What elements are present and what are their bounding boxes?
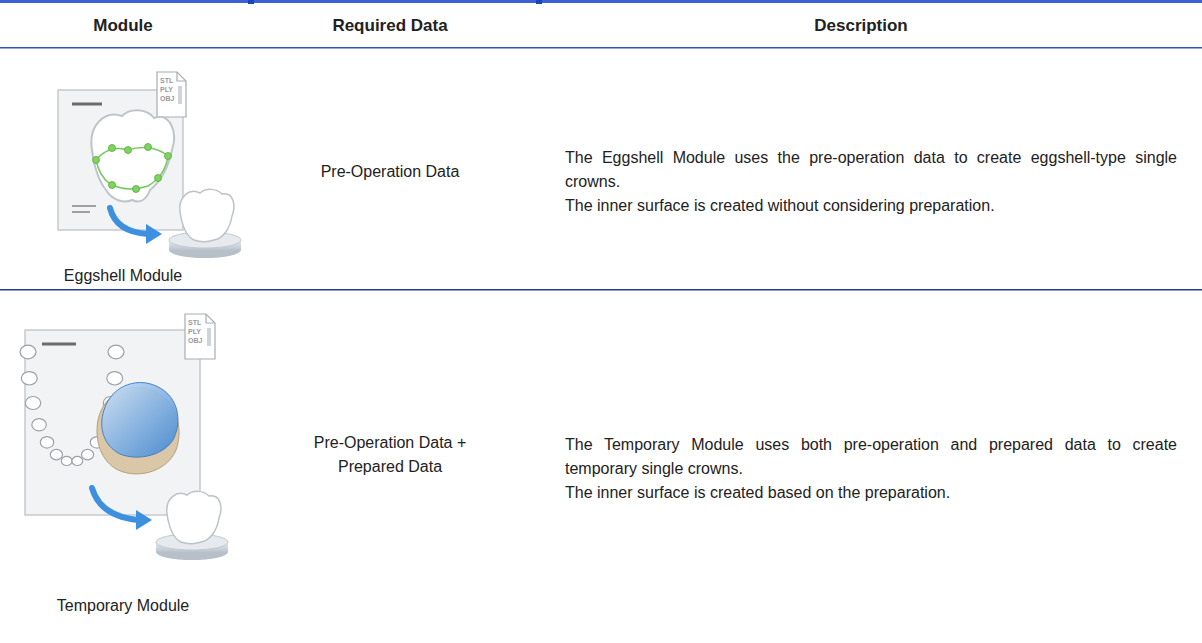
panel-bar: [72, 103, 102, 106]
required-data-cell: Pre-Operation Data: [260, 160, 520, 184]
description-text: The inner surface is created without con…: [565, 194, 1177, 218]
panel-bar: [72, 205, 96, 207]
row-rule: [0, 289, 1202, 291]
top-rule: [0, 0, 1202, 3]
header-cell: Module: [13, 14, 233, 38]
flow-arrow: [110, 208, 148, 234]
arch-tooth: [40, 437, 53, 448]
flow-arrow: [92, 488, 138, 520]
file-format-tag: STL: [188, 318, 206, 327]
crown-overlay: [102, 383, 178, 458]
file-format-tag: PLY: [188, 327, 206, 336]
crown-shape: [180, 189, 234, 241]
screen-panel: [25, 330, 200, 515]
arch-tooth: [82, 449, 94, 459]
rule-tick: [536, 0, 542, 4]
file-fold: [177, 72, 186, 81]
file-icon: [157, 72, 186, 117]
description-text: The Temporary Module uses both pre-opera…: [565, 433, 1177, 481]
file-format-tag: PLY: [160, 85, 178, 94]
header-cell: Description: [711, 14, 1011, 38]
description-text: The inner surface is created based on th…: [565, 481, 1177, 505]
rule-tick: [248, 0, 254, 4]
file-mark: [178, 86, 182, 104]
arch-tooth: [50, 449, 62, 459]
margin-line: [96, 148, 168, 189]
header-cell: Required Data: [260, 14, 520, 38]
module-name: Temporary Module: [13, 594, 233, 618]
margin-points: [93, 144, 172, 193]
arch-tooth: [107, 372, 123, 385]
arch-tooth: [61, 456, 72, 465]
tooth-outline: [91, 110, 174, 201]
crown-shape: [167, 491, 221, 543]
arrow-head: [146, 224, 162, 244]
description-text: The Eggshell Module uses the pre-operati…: [565, 146, 1177, 194]
file-fold: [206, 314, 215, 323]
arrow-head: [136, 510, 152, 530]
panel-bar: [72, 211, 90, 213]
temporary-icon: [20, 314, 228, 560]
arch-tooth: [21, 372, 37, 385]
arch-tooth: [20, 345, 36, 359]
required-data-cell: Pre-Operation Data + Prepared Data: [300, 431, 480, 479]
file-format-tag: OBJ: [188, 336, 206, 345]
file-format-tag: OBJ: [160, 94, 178, 103]
arch-tooth: [108, 345, 124, 359]
module-name: Eggshell Module: [13, 264, 233, 288]
arch-tooth: [32, 419, 46, 431]
arch-tooth: [72, 456, 83, 465]
eggshell-icon: [58, 72, 241, 258]
file-format-tag: STL: [160, 76, 178, 85]
panel-bar: [42, 343, 76, 346]
arch-tooth: [25, 397, 40, 410]
file-icon: [185, 314, 215, 359]
header-rule: [0, 47, 1202, 49]
file-mark: [207, 328, 211, 346]
